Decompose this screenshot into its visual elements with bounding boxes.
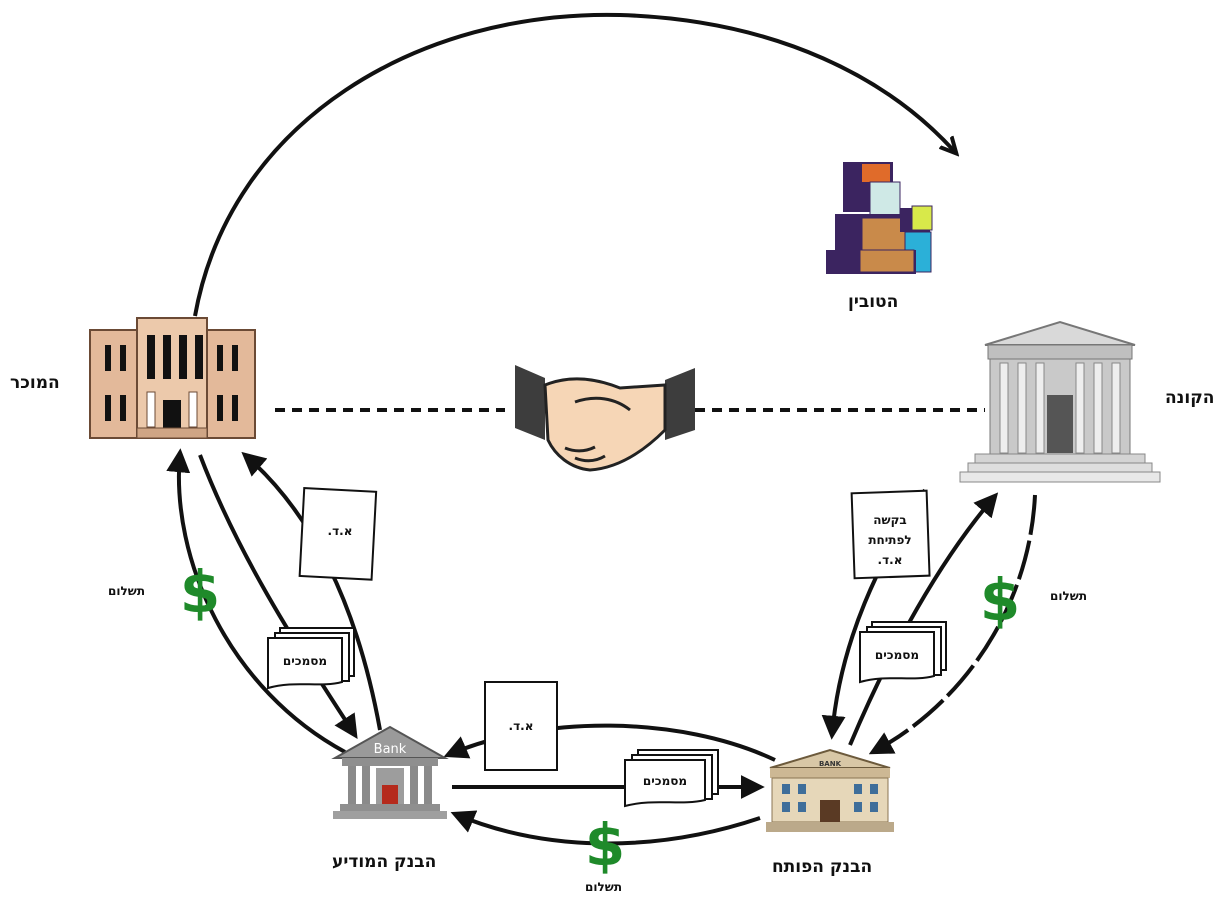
goods-shipment-arrow [193, 12, 955, 317]
payment-label-right: תשלום [1050, 589, 1088, 603]
docs-left-label: מסמכים [283, 654, 327, 668]
payment-arrow-to-seller [166, 448, 346, 754]
lc-doc-left-label: א.ד. [328, 524, 353, 538]
buyer-label: הקונה [1165, 388, 1215, 408]
documents-arrow-to-advising [198, 454, 358, 740]
payment-label-bottom: תשלום [585, 880, 623, 894]
advising-bank-label: הבנק המודיע [332, 852, 437, 872]
advising-bank-icon [331, 725, 449, 819]
goods-label: הטובין [848, 292, 899, 312]
request-line-3: א.ד. [878, 553, 903, 567]
payment-label-left: תשלום [108, 584, 146, 598]
docs-bottom-label: מסמכים [643, 774, 687, 788]
documents-stack-bottom-icon [624, 749, 719, 808]
issuing-bank-sign: BANK [819, 760, 842, 768]
docs-right-label: מסמכים [875, 648, 919, 662]
request-line-2: לפתיחת [868, 533, 911, 547]
handshake-icon [515, 365, 695, 472]
goods-boxes-icon [826, 162, 933, 274]
payment-arrow-to-advising [450, 810, 761, 846]
dollar-icon-right: $ [980, 566, 1020, 634]
payment-arrow-to-issuing [868, 494, 1037, 755]
request-document-icon [850, 489, 931, 580]
seller-label: המוכר [10, 373, 60, 393]
issuing-bank-icon [766, 748, 894, 832]
lc-document-bottom-icon [484, 681, 558, 771]
lc-doc-bottom-label: א.ד. [509, 719, 534, 733]
dollar-icon-left: $ [180, 558, 220, 626]
buyer-building-icon [959, 320, 1161, 483]
documents-stack-right-icon [859, 621, 947, 684]
seller-building-icon [89, 317, 256, 439]
documents-arrow-to-buyer [848, 492, 999, 746]
issuing-bank-label: הבנק הפותח [772, 857, 873, 877]
request-line-1: בקשה [873, 513, 907, 527]
lc-document-left-icon [298, 487, 378, 581]
dollar-icon-bottom: $ [585, 811, 625, 879]
advising-bank-sign: Bank [374, 742, 407, 757]
documents-stack-left-icon [267, 627, 355, 690]
